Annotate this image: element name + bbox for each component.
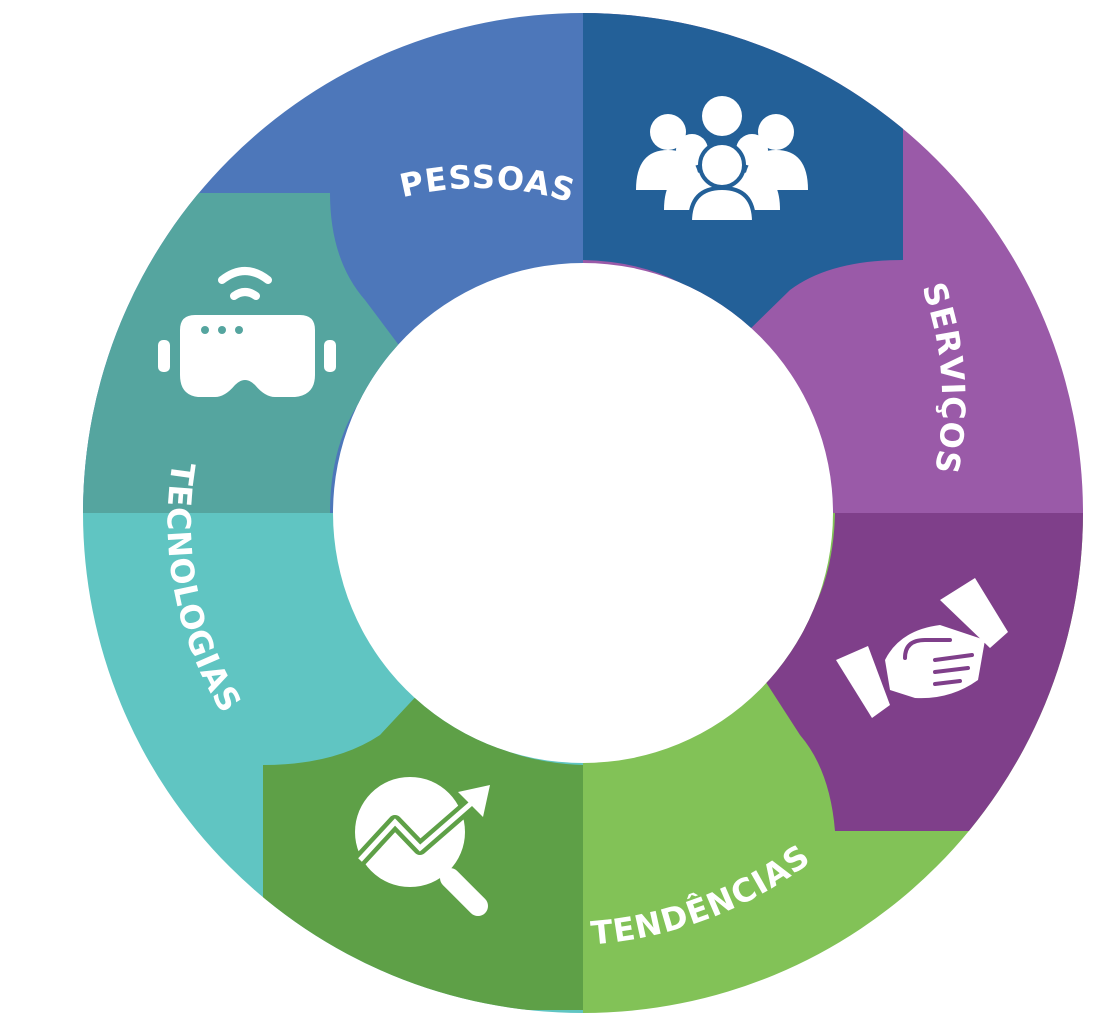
handshake-icon <box>836 578 1008 718</box>
vr-headset-icon <box>158 267 336 397</box>
people-group-icon <box>636 96 808 224</box>
trend-magnifier-icon <box>354 777 490 916</box>
